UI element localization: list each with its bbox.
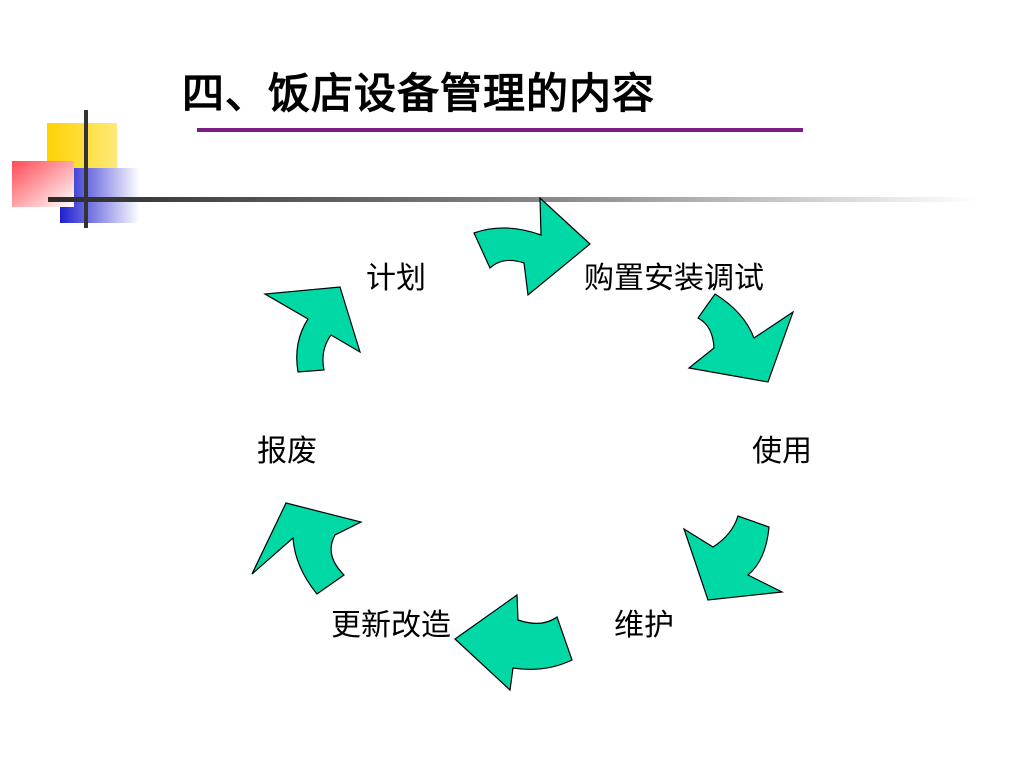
page-title: 四、饭店设备管理的内容 — [182, 69, 656, 118]
curved-arrow-icon — [263, 286, 362, 373]
node-maintenance: 维护 — [614, 608, 674, 643]
curved-arrow-icon — [682, 515, 785, 601]
curved-arrow-icon — [251, 502, 363, 595]
corner-decoration — [12, 110, 978, 228]
node-plan: 计划 — [366, 261, 426, 296]
node-scrap: 报废 — [257, 434, 317, 469]
deco-vertical-line — [84, 110, 88, 228]
curved-arrow-icon — [687, 293, 795, 383]
node-use: 使用 — [752, 434, 812, 469]
curved-arrow-icon — [473, 196, 591, 297]
curved-arrow-icon — [454, 593, 573, 692]
node-purchase-install: 购置安装调试 — [584, 261, 764, 296]
node-upgrade: 更新改造 — [331, 608, 451, 643]
title-underline — [197, 128, 803, 132]
deco-horizontal-line — [48, 197, 978, 202]
